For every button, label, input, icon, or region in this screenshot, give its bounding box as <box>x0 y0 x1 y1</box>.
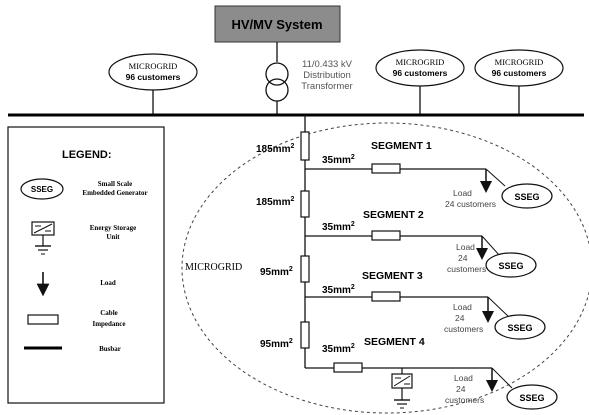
microgrid-2-ellipse <box>375 49 465 87</box>
external-microgrid-1: MICROGRID 96 customers <box>108 53 198 114</box>
legend-sseg-desc-2: Embedded Generator <box>82 189 147 197</box>
legend-box <box>7 126 165 404</box>
segment-4-cable-impedance <box>333 362 363 373</box>
segment-1-sseg-label: SSEG <box>514 192 539 202</box>
segment-1-title: SEGMENT 1 <box>371 140 432 152</box>
segment-2-load-word: Load <box>456 242 475 252</box>
segment-3: SEGMENT 3 35mm2 Load 24 customers SSEG <box>305 270 546 340</box>
legend-busbar-desc: Busbar <box>99 345 121 353</box>
segment-2-sseg <box>485 252 537 278</box>
microgrid-2-customers: 96 customers <box>393 68 448 78</box>
segment-1-load-customers: 24 customers <box>445 199 496 209</box>
segment-4-load-word: Load <box>454 373 473 383</box>
trunk-cable-label-1: 185mm2 <box>256 143 294 155</box>
segment-3-load-count: 24 <box>455 313 465 323</box>
microgrid-3-customers: 96 customers <box>492 68 547 78</box>
transformer-secondary-coil <box>265 78 289 102</box>
segment-3-load-customers: customers <box>444 324 483 334</box>
segment-2-load-customers: customers <box>447 264 486 274</box>
microgrid-boundary <box>181 122 589 414</box>
segment-4-sseg-link <box>491 367 513 389</box>
segment-3-sseg-link <box>487 296 511 319</box>
segment-4-sseg <box>506 384 558 410</box>
legend-sseg-desc-1: Small Scale <box>98 180 132 188</box>
segment-4-sseg-label: SSEG <box>519 393 544 403</box>
trunk-cable-label-2: 185mm2 <box>256 196 294 208</box>
external-microgrid-3: MICROGRID 96 customers <box>474 49 564 114</box>
segment-3-title: SEGMENT 3 <box>362 270 423 282</box>
segment-3-cable-impedance <box>371 291 401 302</box>
segment-3-sseg-label: SSEG <box>507 323 532 333</box>
trunk-cable-impedance-2 <box>300 190 310 218</box>
trunk-feeder: 185mm2 185mm2 95mm2 95mm2 <box>256 115 310 368</box>
segment-1-sseg <box>501 183 553 209</box>
transformer-label-line2: Distribution <box>303 70 351 81</box>
segment-3-cable-label: 35mm2 <box>322 284 355 296</box>
distribution-transformer: 11/0.433 kV Distribution Transformer <box>265 59 353 114</box>
legend-load-desc: Load <box>100 279 116 287</box>
segment-2-title: SEGMENT 2 <box>363 209 424 221</box>
microgrid-3-ellipse <box>474 49 564 87</box>
segment-4-load-customers: customers <box>445 395 484 405</box>
legend-storage-desc-2: Unit <box>106 233 120 241</box>
trunk-cable-label-4: 95mm2 <box>260 338 293 350</box>
microgrid-1-customers: 96 customers <box>126 72 181 82</box>
hv-mv-system: HV/MV System <box>214 5 341 43</box>
segment-4-load-count: 24 <box>456 384 466 394</box>
segment-4-title: SEGMENT 4 <box>364 336 425 348</box>
legend-sseg-symbol <box>20 178 64 200</box>
segment-4-cable-label: 35mm2 <box>322 343 355 355</box>
microgrid-label: MICROGRID <box>185 262 242 273</box>
legend-cable-desc-2: Impedance <box>92 320 125 328</box>
transformer-rating: 11/0.433 kV <box>302 59 353 70</box>
hv-mv-system-box <box>214 5 341 43</box>
segment-1-load-word: Load <box>453 188 472 198</box>
segment-2-cable-label: 35mm2 <box>322 221 355 233</box>
legend-cable-symbol <box>27 314 59 325</box>
trunk-cable-impedance-1 <box>300 131 310 161</box>
legend-storage-diagonal <box>33 223 53 234</box>
segment-2-cable-impedance <box>371 230 401 241</box>
segment-1: SEGMENT 1 35mm2 Load 24 customers SSEG <box>305 140 553 209</box>
microgrid-1-ellipse <box>108 53 198 91</box>
segment-3-load-word: Load <box>453 302 472 312</box>
external-microgrid-2: MICROGRID 96 customers <box>375 49 465 114</box>
microgrid-1-title: MICROGRID <box>129 61 178 71</box>
microgrid-2-title: MICROGRID <box>396 57 445 67</box>
trunk-cable-impedance-4 <box>300 321 310 349</box>
legend-sseg-symbol-label: SSEG <box>31 185 53 194</box>
segment-3-sseg <box>494 314 546 340</box>
segment-1-cable-impedance <box>371 163 401 174</box>
legend-title: LEGEND: <box>62 149 112 161</box>
segment-1-cable-label: 35mm2 <box>322 154 355 166</box>
segment-2: SEGMENT 2 35mm2 Load 24 customers SSEG <box>305 209 537 278</box>
segment-2-load-count: 24 <box>458 253 468 263</box>
transformer-primary-coil <box>265 62 289 86</box>
segment-1-sseg-link <box>485 168 506 187</box>
hv-mv-system-label: HV/MV System <box>231 17 322 32</box>
trunk-cable-impedance-3 <box>300 255 310 283</box>
segment-2-sseg-link <box>481 235 501 257</box>
legend-cable-desc-1: Cable <box>100 309 118 317</box>
trunk-cable-label-3: 95mm2 <box>260 266 293 278</box>
segment-2-sseg-label: SSEG <box>498 261 523 271</box>
legend: LEGEND: SSEG Small Scale Embedded Genera… <box>7 126 165 404</box>
legend-storage-desc-1: Energy Storage <box>90 224 136 232</box>
microgrid-3-title: MICROGRID <box>495 57 544 67</box>
segment-4: SEGMENT 4 35mm2 Load 24 customers SSEG <box>305 336 558 410</box>
storage-unit-diagonal <box>393 375 411 387</box>
transformer-label-line3: Transformer <box>301 81 352 92</box>
